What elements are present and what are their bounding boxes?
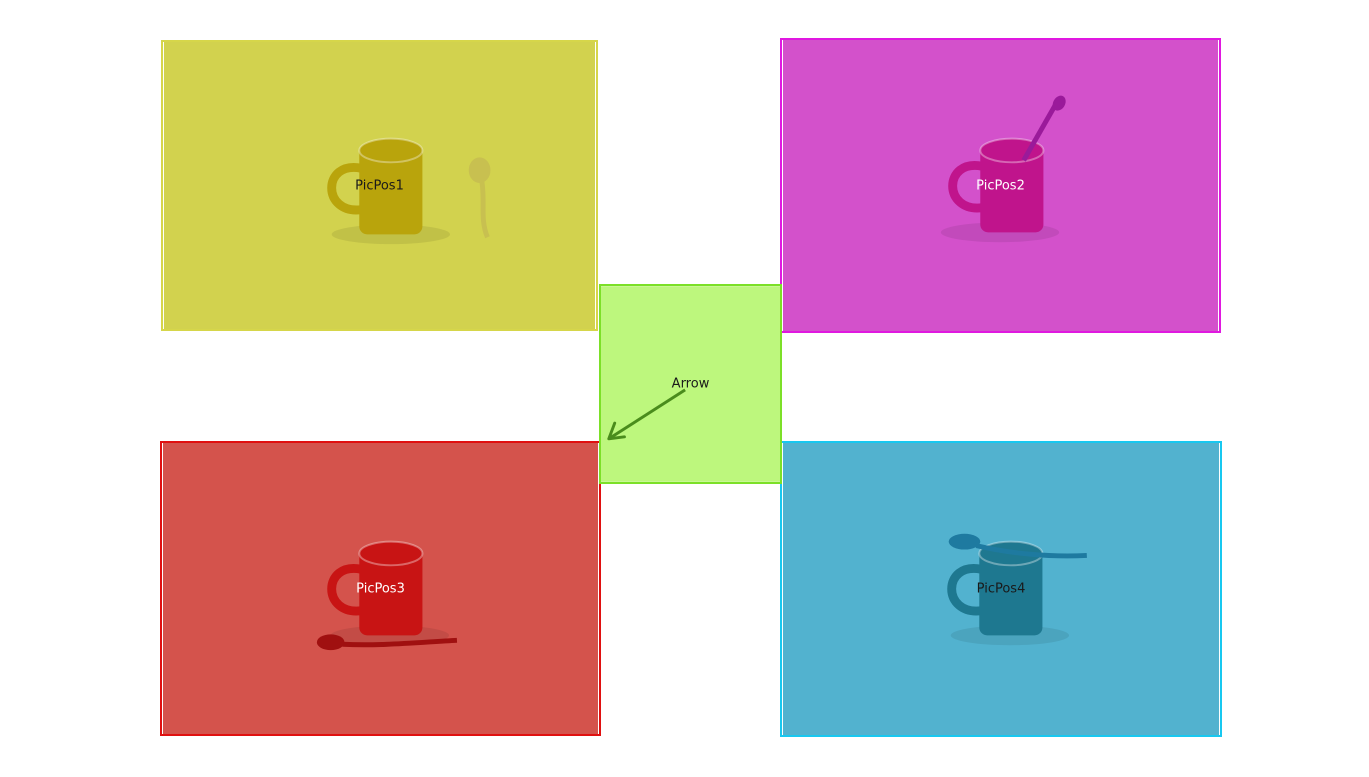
arrow-icon (601, 286, 780, 482)
picpos1-label: PicPos1 (355, 178, 404, 193)
picpos4-label: PicPos4 (976, 581, 1026, 597)
picpos1-panel[interactable]: PicPos1 (161, 40, 598, 331)
picpos3-label: PicPos3 (356, 581, 405, 596)
picpos2-label: PicPos2 (976, 178, 1025, 193)
picpos3-panel[interactable]: PicPos3 (160, 441, 601, 736)
mug-image (782, 443, 1220, 735)
arrow-panel[interactable]: Arrow (599, 284, 782, 484)
picpos4-panel[interactable]: PicPos4 (780, 441, 1222, 737)
mug-image (162, 443, 599, 734)
arrow-label: Arrow (671, 376, 710, 392)
picpos2-panel[interactable]: PicPos2 (780, 38, 1221, 333)
mug-image (164, 42, 595, 329)
mug-image (782, 40, 1219, 331)
